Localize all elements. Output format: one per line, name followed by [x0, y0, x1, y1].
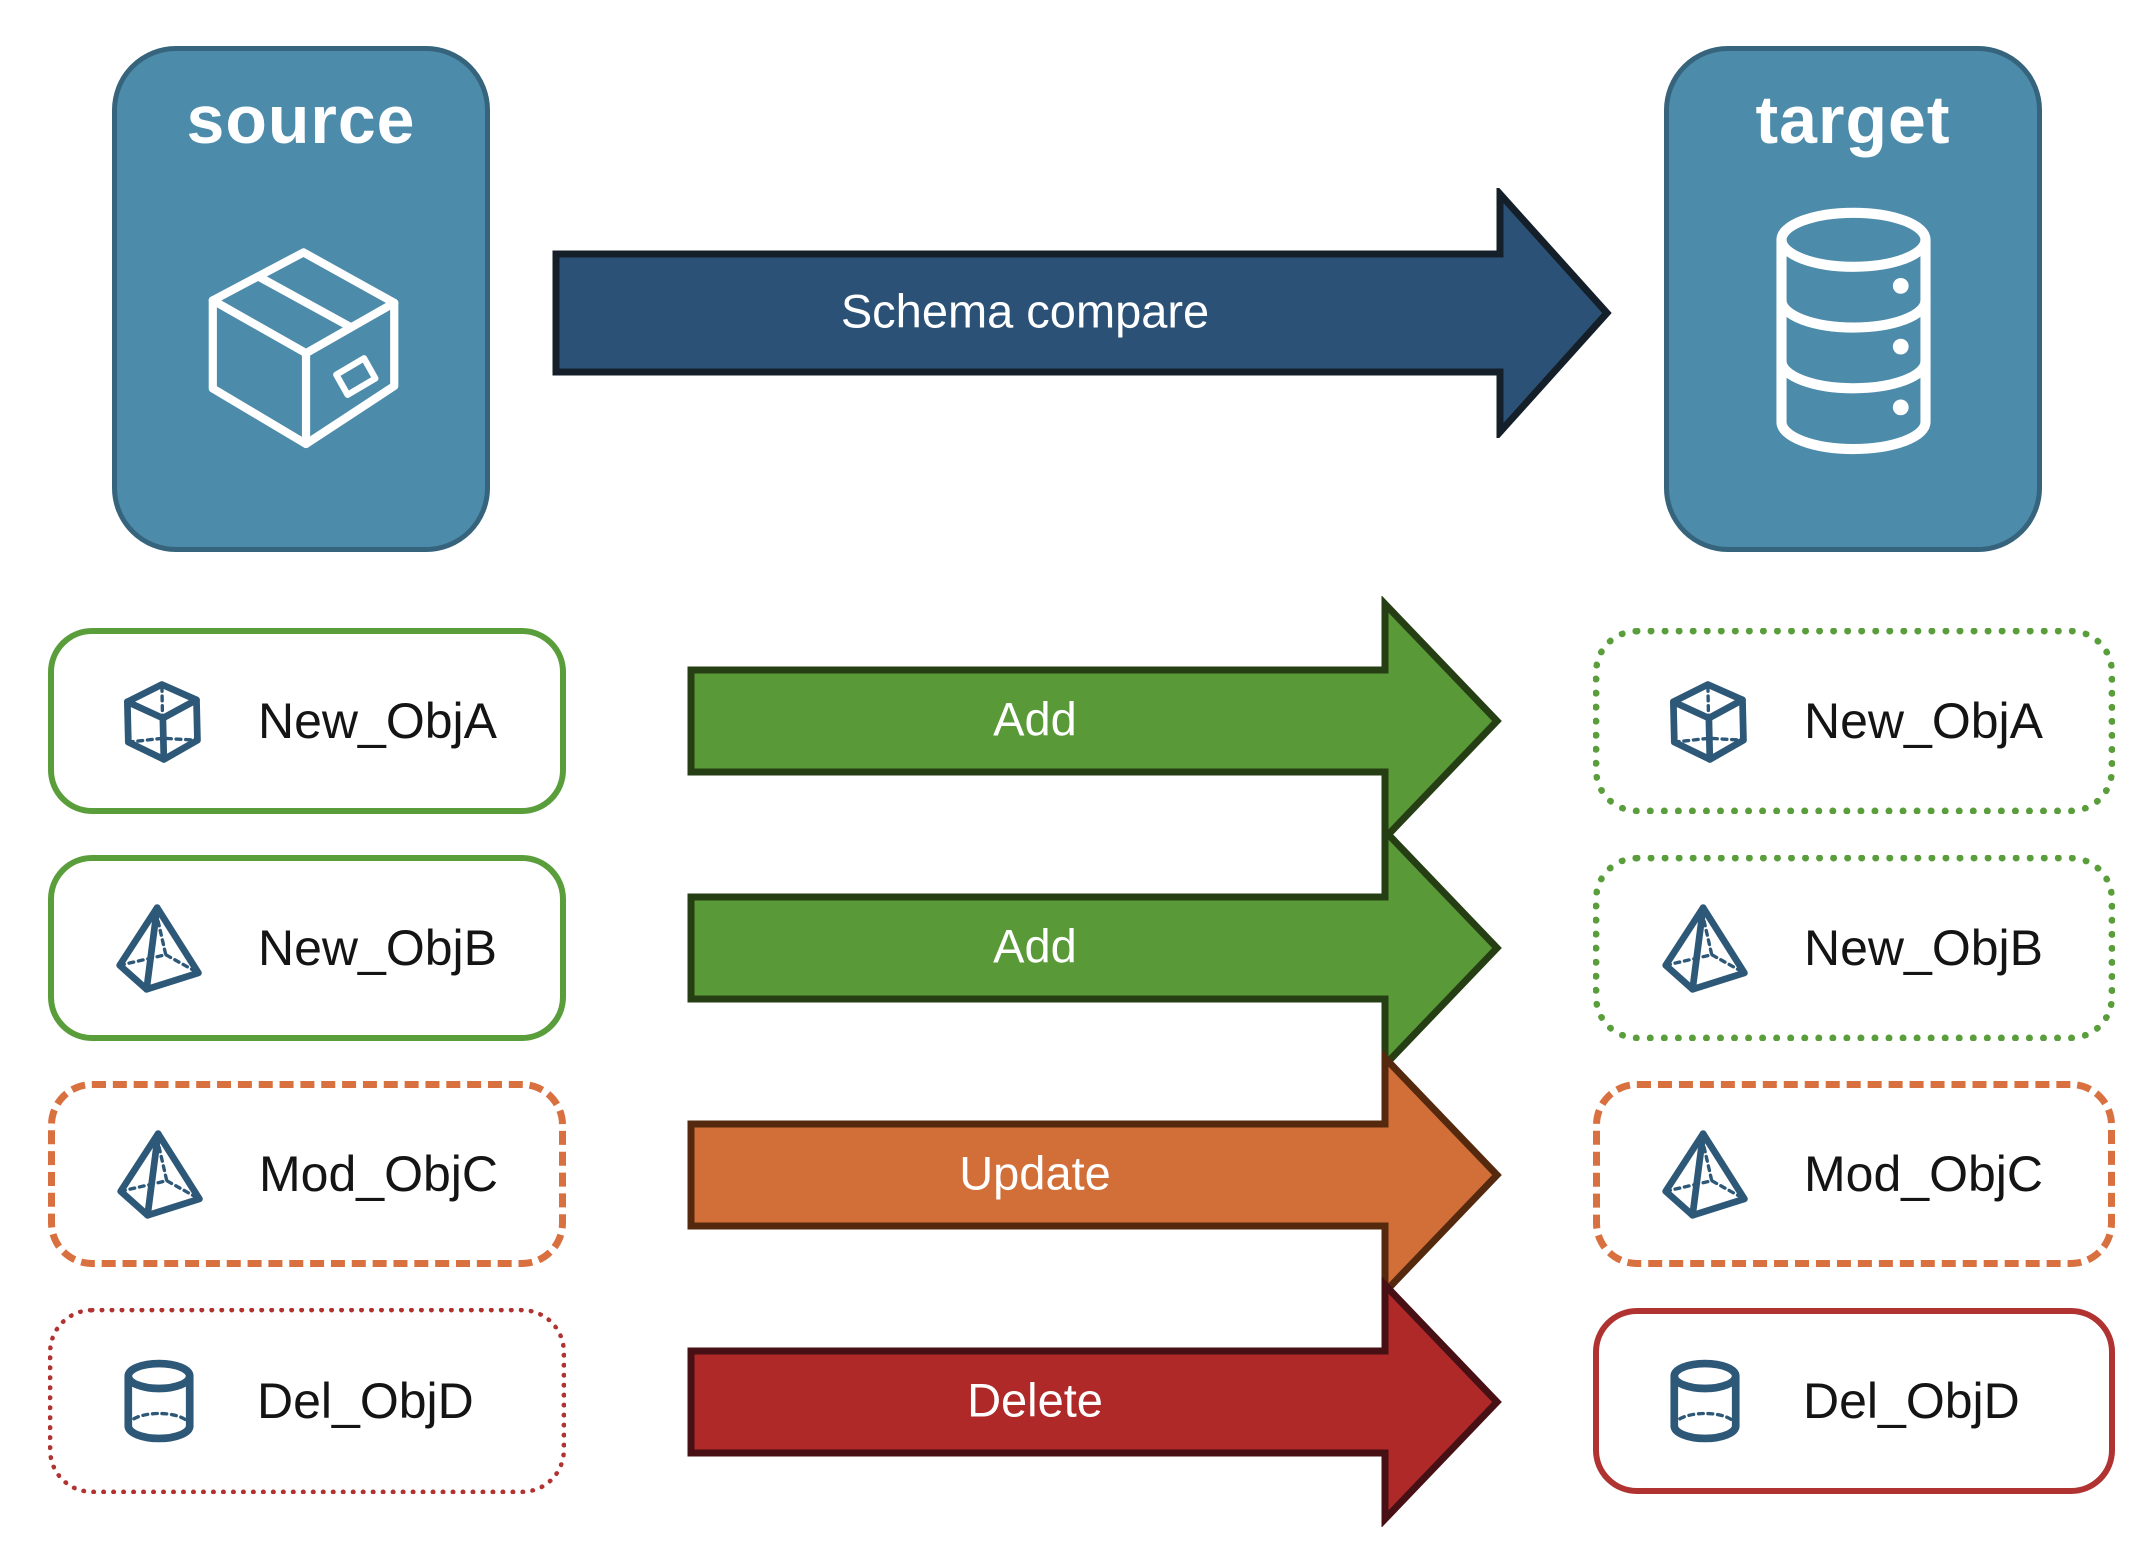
source-badge: source: [112, 46, 490, 552]
target-object-new-obja: New_ObjA: [1593, 628, 2115, 814]
cube-icon: [124, 681, 201, 763]
package-3d-icon: [208, 248, 399, 449]
object-label: New_ObjB: [1804, 920, 2043, 976]
delete-arrow-objd: Delete: [685, 1277, 1505, 1527]
schema-compare-label: Schema compare: [840, 284, 1210, 338]
object-label: Mod_ObjC: [259, 1146, 498, 1202]
delete-arrow-shape: [687, 1277, 1502, 1527]
update-arrow-shape: [687, 1050, 1502, 1300]
action-label: Add: [993, 692, 1077, 746]
source-object-new-objb: New_ObjB: [48, 855, 566, 1041]
pyramid-icon: [1662, 904, 1748, 993]
database-icon: [1775, 207, 1931, 455]
cylinder-icon: [1670, 1359, 1740, 1443]
action-label: Update: [959, 1146, 1111, 1200]
cube-icon: [1670, 681, 1747, 763]
target-title: target: [1755, 82, 1951, 158]
pyramid-icon: [117, 1130, 203, 1219]
source-object-mod-objc: Mod_ObjC: [48, 1081, 566, 1267]
pyramid-icon: [116, 904, 202, 993]
target-object-mod-objc: Mod_ObjC: [1593, 1081, 2115, 1267]
action-label: Delete: [967, 1373, 1103, 1427]
target-object-del-objd: Del_ObjD: [1593, 1308, 2115, 1494]
add-arrow-shape: [687, 823, 1502, 1073]
source-title: source: [186, 82, 416, 158]
add-arrow-objb: Add: [685, 823, 1505, 1073]
source-object-del-objd: Del_ObjD: [48, 1308, 566, 1494]
cylinder-icon: [124, 1359, 194, 1443]
add-arrow-shape: [687, 596, 1502, 846]
object-label: Del_ObjD: [257, 1373, 474, 1429]
object-label: New_ObjA: [258, 693, 497, 749]
object-label: Del_ObjD: [1803, 1373, 2020, 1429]
add-arrow-obja: Add: [685, 596, 1505, 846]
source-object-new-obja: New_ObjA: [48, 628, 566, 814]
update-arrow-objc: Update: [685, 1050, 1505, 1300]
schema-compare-arrow-shape: [552, 188, 1612, 438]
object-label: New_ObjA: [1804, 693, 2043, 749]
pyramid-icon: [1662, 1130, 1748, 1219]
target-object-new-objb: New_ObjB: [1593, 855, 2115, 1041]
action-label: Add: [993, 919, 1077, 973]
schema-compare-arrow: Schema compare: [550, 188, 1615, 438]
object-label: Mod_ObjC: [1804, 1146, 2043, 1202]
object-label: New_ObjB: [258, 920, 497, 976]
target-badge: target: [1664, 46, 2042, 552]
